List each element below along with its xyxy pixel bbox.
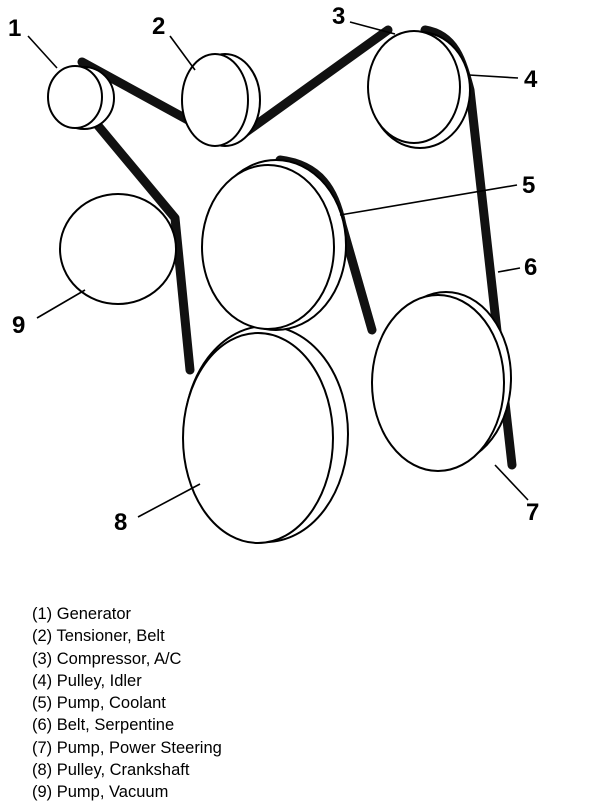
legend-item: (7) Pump, Power Steering bbox=[32, 738, 222, 757]
callout-4: 4 bbox=[524, 66, 538, 93]
legend-item: (5) Pump, Coolant bbox=[32, 694, 166, 713]
parts-legend: (1) Generator (2) Tensioner, Belt (3) Co… bbox=[32, 603, 222, 804]
pulley-crankshaft bbox=[182, 325, 349, 544]
legend-item: (9) Pump, Vacuum bbox=[32, 783, 169, 802]
callout-labels: 1 2 3 4 5 6 7 8 9 bbox=[8, 3, 539, 536]
legend-item: (3) Compressor, A/C bbox=[32, 649, 182, 668]
pulley-coolant-pump bbox=[201, 159, 347, 331]
callout-1: 1 bbox=[8, 15, 21, 42]
callout-2: 2 bbox=[152, 13, 165, 40]
pulley-generator bbox=[47, 65, 115, 130]
pulley-vacuum-pump bbox=[59, 193, 177, 305]
legend-item: (8) Pulley, Crankshaft bbox=[32, 761, 190, 780]
callout-leaders bbox=[27, 21, 529, 518]
legend-item: (4) Pulley, Idler bbox=[32, 671, 142, 690]
pulley-compressor-ac bbox=[367, 30, 471, 149]
callout-9: 9 bbox=[12, 312, 25, 339]
callout-3: 3 bbox=[332, 3, 345, 30]
callout-5: 5 bbox=[522, 172, 535, 199]
pulley-power-steering-pump bbox=[371, 291, 512, 472]
legend-item: (2) Tensioner, Belt bbox=[32, 627, 165, 646]
callout-7: 7 bbox=[526, 499, 539, 526]
pulley-belt-tensioner bbox=[181, 53, 261, 147]
legend-item: (6) Belt, Serpentine bbox=[32, 716, 175, 735]
callout-8: 8 bbox=[114, 509, 127, 536]
legend-item: (1) Generator bbox=[32, 605, 132, 623]
callout-6: 6 bbox=[524, 254, 537, 281]
serpentine-belt-diagram: 1 2 3 4 5 6 7 8 9 bbox=[8, 3, 539, 544]
